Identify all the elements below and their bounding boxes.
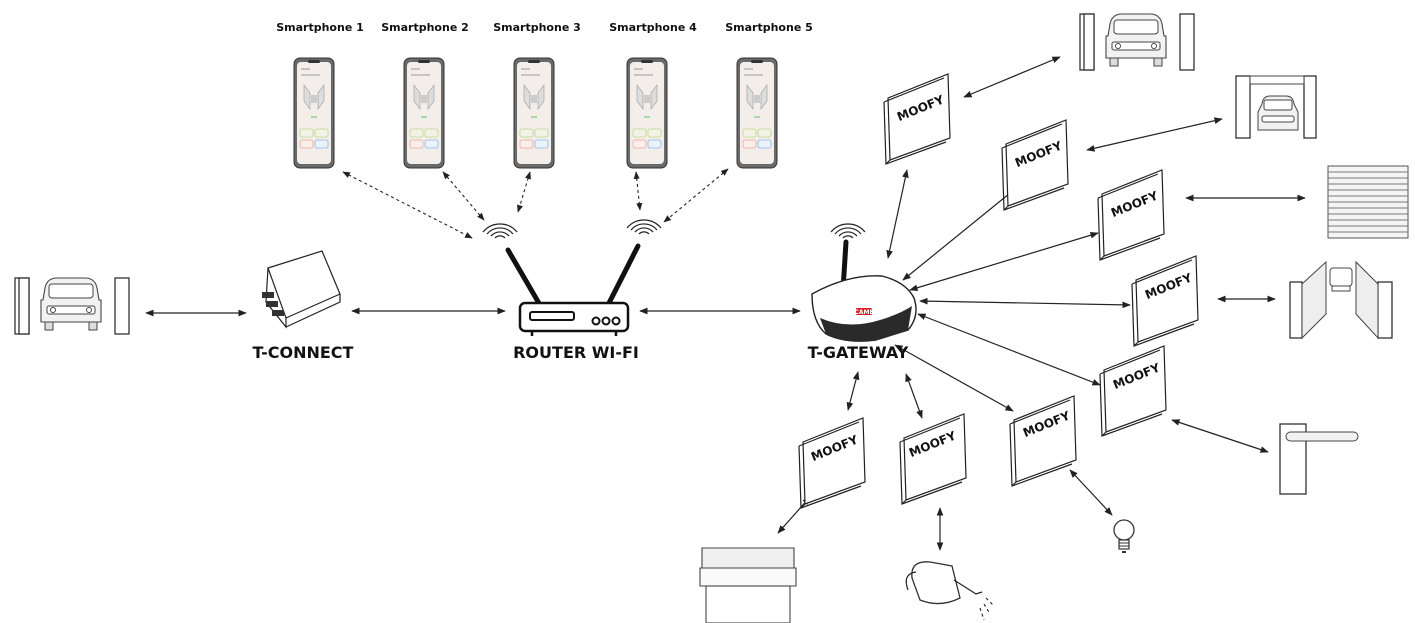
smartphones: Smartphone 1 Smartphone 2 Smartphone 3 S…	[276, 21, 813, 169]
t-connect-label: T-CONNECT	[253, 343, 354, 362]
moofy-module-icon	[1131, 255, 1199, 347]
light-bulb-icon	[1113, 519, 1135, 553]
smartphone-label: Smartphone 1	[276, 21, 364, 34]
moofy-module-icon	[883, 73, 951, 165]
moofy-module-1: MOOFY	[883, 73, 951, 165]
smartphone-icon	[626, 57, 668, 169]
awning-icon	[699, 547, 797, 623]
t-gateway-device: CAME T-GATEWAY	[808, 223, 917, 362]
smartphone-label: Smartphone 5	[725, 21, 813, 34]
router-label: ROUTER WI-FI	[513, 343, 639, 362]
smartphone-label: Smartphone 4	[609, 21, 697, 34]
smartphone-icon	[293, 57, 335, 169]
watering-can-icon	[905, 561, 995, 621]
smartphone-label: Smartphone 3	[493, 21, 581, 34]
smartphone-icon	[513, 57, 555, 169]
smartphone-icon	[736, 57, 778, 169]
router-device: ROUTER WI-FI	[482, 219, 662, 362]
moofy-module-2: MOOFY	[1001, 119, 1069, 211]
moofy-module-8: MOOFY	[899, 413, 967, 505]
moofy-module-icon	[798, 417, 866, 509]
garage-door-icon	[14, 277, 130, 335]
sliding-gate-icon	[1235, 75, 1317, 139]
smartphone-label: Smartphone 2	[381, 21, 469, 34]
garage-door-icon	[1079, 13, 1195, 71]
gateway-icon: CAME	[811, 239, 917, 342]
smartphone-2: Smartphone 2	[381, 21, 469, 169]
moofy-module-icon	[1099, 345, 1167, 437]
smartphone-4: Smartphone 4	[609, 21, 697, 169]
moofy-module-icon	[1001, 119, 1069, 211]
moofy-module-4: MOOFY	[1131, 255, 1199, 347]
moofy-module-icon	[899, 413, 967, 505]
moofy-modules: MOOFY MOOFY MOOFY MOOFY MOOFY MOOFY MOOF…	[798, 73, 1199, 509]
moofy-module-5: MOOFY	[1099, 345, 1167, 437]
t-connect-device: T-CONNECT	[253, 250, 354, 362]
smartphone-3: Smartphone 3	[493, 21, 581, 169]
wifi-waves-icon	[482, 223, 518, 239]
connection-lines	[145, 56, 1306, 551]
swing-gate-icon	[1289, 260, 1393, 340]
t-connect-icon	[262, 250, 341, 329]
smartphone-5: Smartphone 5	[725, 21, 813, 169]
wifi-waves-icon	[626, 219, 662, 235]
wifi-waves-icon	[830, 223, 866, 239]
smartphone-icon	[403, 57, 445, 169]
gateway-brand: CAME	[854, 309, 873, 316]
moofy-module-7: MOOFY	[798, 417, 866, 509]
smartphone-1: Smartphone 1	[276, 21, 364, 169]
barrier-icon	[1279, 423, 1359, 495]
t-gateway-label: T-GATEWAY	[808, 343, 909, 362]
roller-shutter-icon	[1327, 165, 1409, 239]
moofy-module-icon	[1097, 169, 1165, 261]
moofy-module-3: MOOFY	[1097, 169, 1165, 261]
router-icon	[505, 243, 641, 336]
end-devices	[699, 13, 1409, 623]
moofy-module-6: MOOFY	[1009, 395, 1077, 487]
